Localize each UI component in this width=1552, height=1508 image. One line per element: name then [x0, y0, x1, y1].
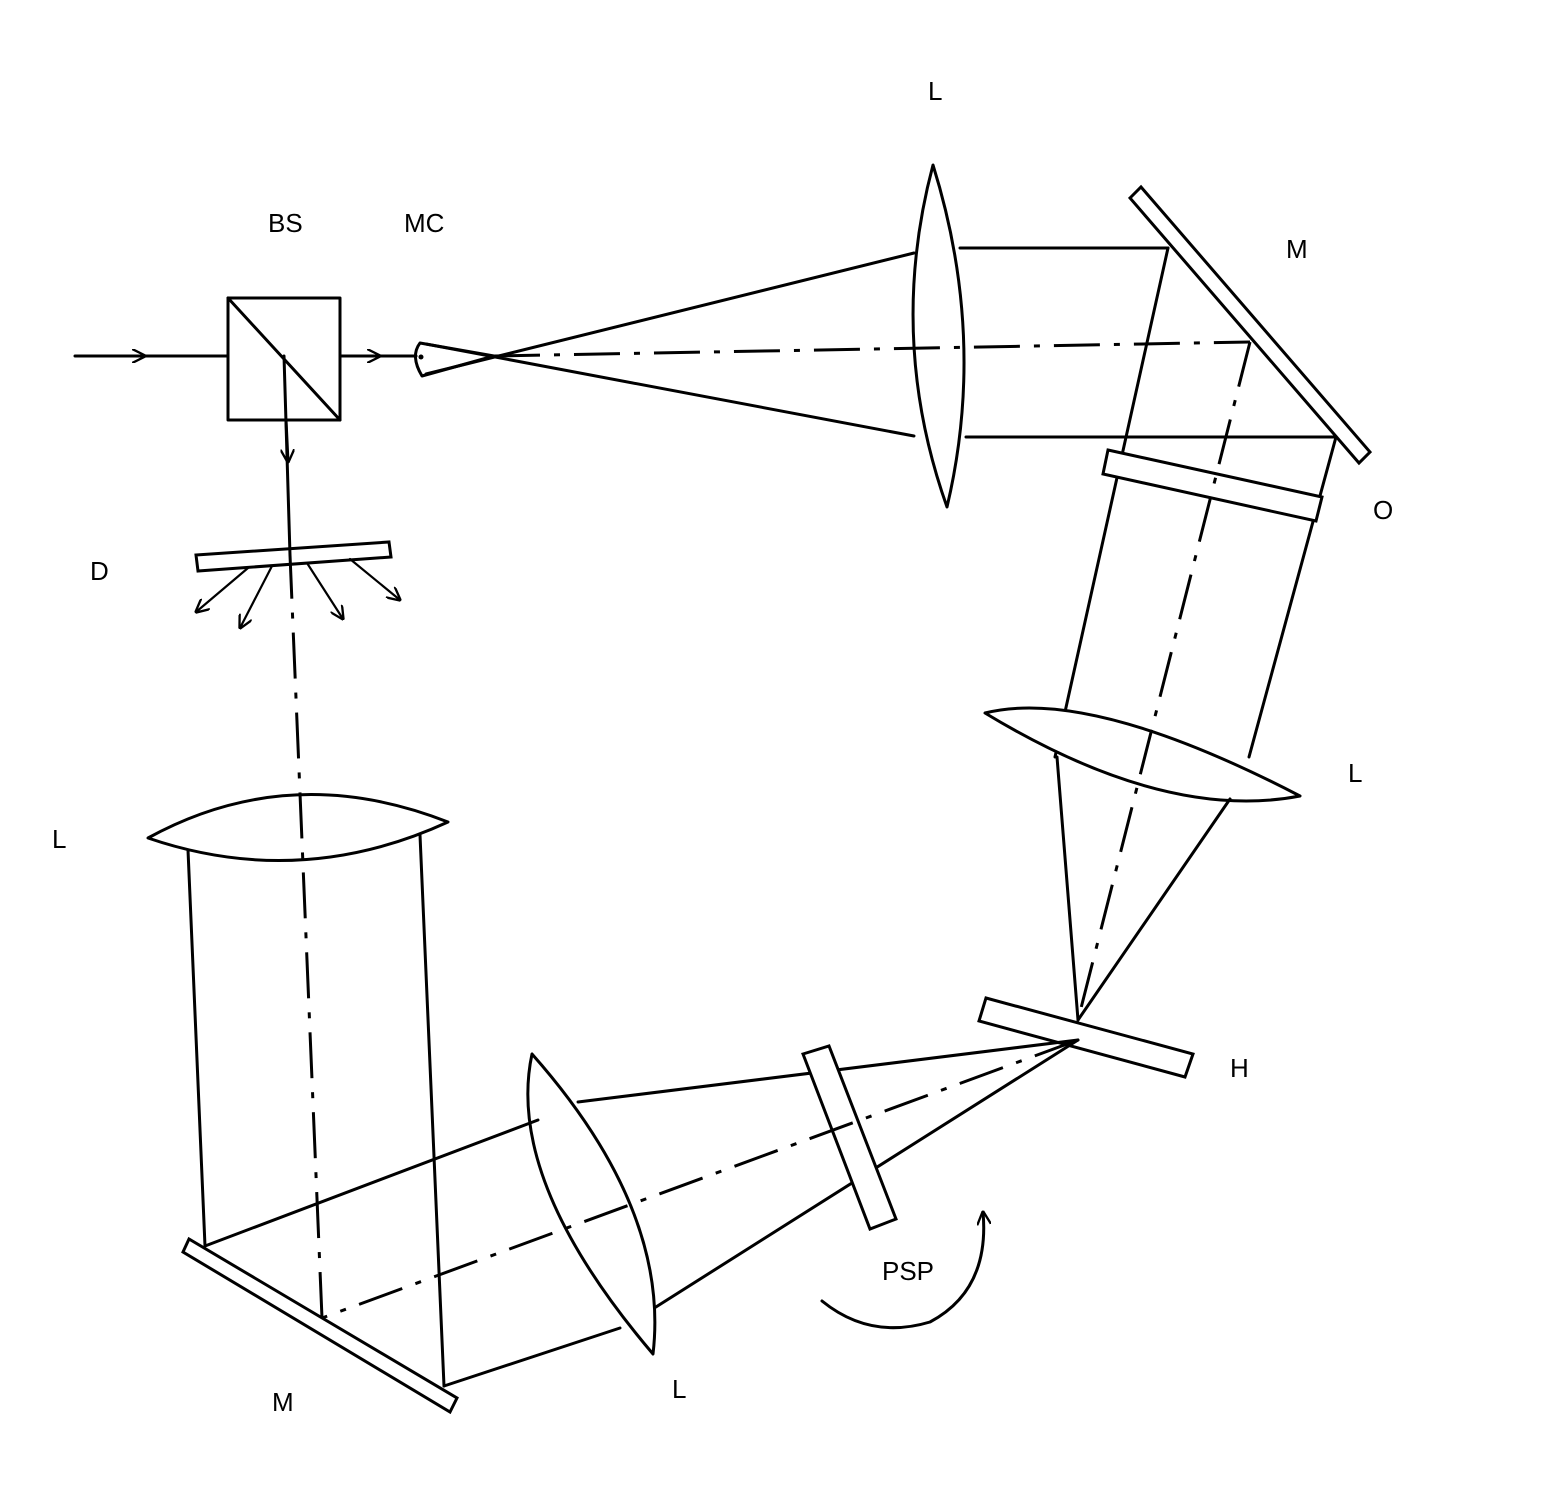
label-psp: PSP [882, 1256, 934, 1286]
phase-shifting-plate [801, 1044, 898, 1231]
return-beam [284, 354, 290, 557]
label-lens-left: L [52, 824, 66, 854]
collimated-beam-top [958, 246, 1338, 439]
lens-right [983, 706, 1302, 803]
converging-to-hologram [1055, 755, 1232, 1022]
label-mirror-top-right: M [1286, 234, 1308, 264]
label-mirror-bottom-left: M [272, 1387, 294, 1417]
label-h: H [1230, 1053, 1249, 1083]
diverging-cone [424, 251, 916, 438]
lens-top [911, 163, 966, 509]
rotation-arrow [820, 1212, 984, 1330]
collimated-beam-bottom [203, 1118, 622, 1388]
object-plate [1101, 448, 1324, 523]
diffuser-plate [194, 540, 393, 573]
mirror-top-right [1127, 184, 1373, 466]
optical-axes [288, 340, 1252, 1320]
lens-left [146, 793, 450, 863]
labels: BS MC L M O D L L H PSP M L [52, 76, 1393, 1417]
label-lens-top: L [928, 76, 942, 106]
label-lens-right: L [1348, 758, 1362, 788]
reflected-beam-right [1053, 246, 1338, 759]
microscope-objective [414, 341, 496, 378]
label-mc: MC [404, 208, 444, 238]
label-bs: BS [268, 208, 303, 238]
hologram-plate [977, 996, 1195, 1079]
scattered-rays [196, 557, 400, 628]
label-o: O [1373, 495, 1393, 525]
lens-bottom [526, 1052, 657, 1356]
mirror-bottom-left [181, 1236, 459, 1415]
label-d: D [90, 556, 109, 586]
label-lens-bottom: L [672, 1374, 686, 1404]
vertical-beam-left [186, 833, 446, 1388]
